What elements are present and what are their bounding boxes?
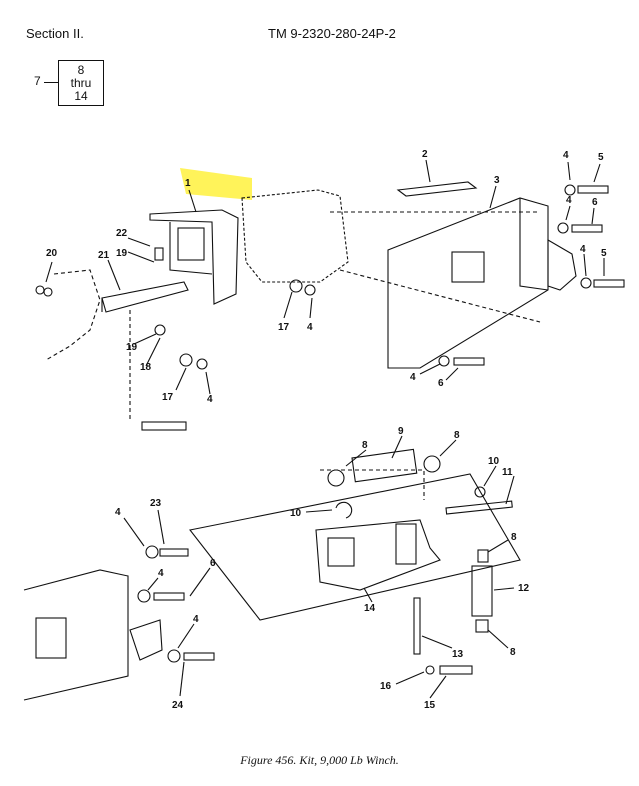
- callout-4: 4: [307, 322, 313, 333]
- manual-number: TM 9-2320-280-24P-2: [268, 26, 396, 41]
- sequence-leader-line: [44, 82, 58, 84]
- callout-4: 4: [566, 195, 572, 206]
- sequence-item-number: 7: [34, 74, 41, 88]
- callout-4: 4: [193, 614, 199, 625]
- callout-19: 19: [126, 342, 138, 353]
- callout-8: 8: [511, 532, 517, 543]
- sequence-box: 8 thru 14: [58, 60, 104, 106]
- callout-6: 6: [592, 197, 598, 208]
- sequence-line-3: 14: [74, 89, 88, 103]
- callout-3: 3: [494, 175, 500, 186]
- callout-8: 8: [510, 647, 516, 658]
- figure-caption: Figure 456. Kit, 9,000 Lb Winch.: [240, 753, 399, 767]
- callout-4: 4: [563, 150, 569, 161]
- callout-10: 10: [488, 456, 500, 467]
- callout-4: 4: [580, 244, 586, 255]
- callout-8: 8: [362, 440, 368, 451]
- callout-15: 15: [424, 700, 436, 711]
- callout-11: 11: [502, 467, 513, 478]
- highlight-marker: [180, 168, 252, 200]
- callout-2: 2: [422, 149, 428, 160]
- callout-20: 20: [46, 248, 58, 259]
- winch-bracket: [149, 209, 239, 305]
- callout-17: 17: [278, 322, 290, 333]
- callout-17: 17: [162, 392, 174, 403]
- callout-4: 4: [158, 568, 164, 579]
- callout-13: 13: [452, 649, 464, 660]
- mounting-plate: [387, 197, 549, 369]
- callout-8: 8: [454, 430, 460, 441]
- callout-9: 9: [398, 426, 404, 437]
- callout-5: 5: [598, 152, 604, 163]
- callout-4: 4: [207, 394, 213, 405]
- callout-24: 24: [172, 700, 184, 711]
- callout-22: 22: [116, 228, 128, 239]
- section-label: Section II.: [26, 26, 84, 41]
- callout-6: 6: [438, 378, 444, 389]
- callout-4: 4: [410, 372, 416, 383]
- callout-19: 19: [116, 248, 128, 259]
- sequence-line-2: thru: [70, 76, 92, 90]
- callout-10: 10: [290, 508, 302, 519]
- sequence-line-1: 8: [77, 63, 85, 77]
- callout-12: 12: [518, 583, 530, 594]
- callout-23: 23: [150, 498, 162, 509]
- callout-16: 16: [380, 681, 392, 692]
- callout-labels: 1 2 3 4 5 4 6 4 5 22 19 20 21 17 4 19 18…: [46, 149, 607, 711]
- lower-frame: [23, 569, 129, 701]
- callout-21: 21: [98, 250, 110, 261]
- callout-14: 14: [364, 603, 376, 614]
- callout-5: 5: [601, 248, 607, 259]
- callout-6: 6: [210, 558, 216, 569]
- callout-18: 18: [140, 362, 152, 373]
- callout-4: 4: [115, 507, 121, 518]
- callout-1: 1: [185, 178, 191, 189]
